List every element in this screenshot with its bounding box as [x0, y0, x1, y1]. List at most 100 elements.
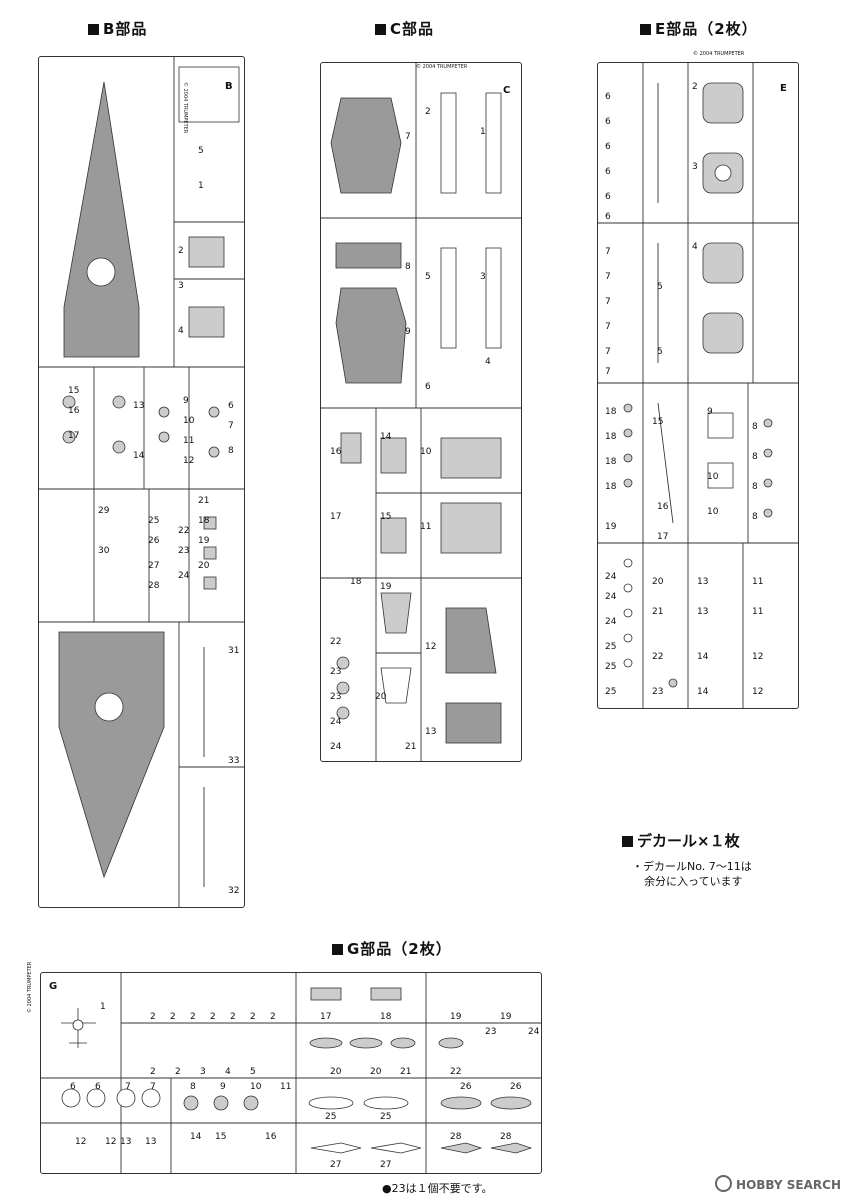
part-number-label: 4 — [225, 1067, 231, 1077]
sprue-g: G © 2004 TRUMPETER — [27, 962, 542, 1174]
part-number-label: 7 — [605, 367, 611, 377]
part-number-label: 24 — [605, 572, 617, 582]
part-number-label: 6 — [605, 92, 611, 102]
part-number-label: 8 — [752, 512, 758, 522]
deck-part-8 — [335, 242, 402, 269]
part-number-label: 25 — [380, 1112, 392, 1122]
part-number-label: 33 — [228, 756, 240, 766]
part-number-label: 12 — [752, 652, 764, 662]
part-number-label: 17 — [68, 431, 80, 441]
part-number-label: 7 — [605, 247, 611, 257]
part-number-label: 9 — [405, 327, 411, 337]
part-number-label: 25 — [605, 687, 617, 697]
part-number-label: 16 — [657, 502, 669, 512]
part-number-label: 18 — [605, 432, 617, 442]
part-number-label: 6 — [605, 117, 611, 127]
part-number-label: 20 — [330, 1067, 342, 1077]
sprue-g-drawing: G — [41, 973, 541, 1173]
part-number-label: 23 — [485, 1027, 497, 1037]
part-number-label: 4 — [178, 326, 184, 336]
part-number-label: 26 — [148, 536, 160, 546]
part-number-label: 19 — [450, 1012, 462, 1022]
part-number-label: 20 — [370, 1067, 382, 1077]
part-number-label: 21 — [198, 496, 210, 506]
part-number-label: 19 — [380, 582, 392, 592]
part-number-label: 15 — [215, 1132, 227, 1142]
sprue-e-tag: E — [780, 83, 787, 94]
part-number-label: 24 — [330, 742, 342, 752]
part-number-label: 25 — [148, 516, 160, 526]
part-number-label: 7 — [605, 347, 611, 357]
part-number-label: 24 — [330, 717, 342, 727]
part-number-label: 13 — [425, 727, 437, 737]
part-number-label: 1 — [480, 127, 486, 137]
part-number-label: 10 — [250, 1082, 262, 1092]
part-number-label: 6 — [228, 401, 234, 411]
sprue-b-copyright: © 2004 TRUMPETER — [182, 82, 189, 134]
part-number-label: 11 — [752, 607, 764, 617]
part-number-label: 7 — [605, 272, 611, 282]
part-number-label: 19 — [198, 536, 210, 546]
part-number-label: 23 — [330, 692, 342, 702]
part-number-label: 13 — [145, 1137, 157, 1147]
sprue-b-drawing: © 2004 TRUMPETER B — [39, 57, 244, 907]
sprue-c: © 2004 TRUMPETER C — [320, 62, 522, 762]
sprue-e-copyright: © 2004 TRUMPETER — [693, 51, 745, 57]
sprue-g-tag: G — [49, 981, 57, 992]
part-number-label: 24 — [178, 571, 190, 581]
part-number-label: 1 — [198, 181, 204, 191]
part-number-label: 17 — [320, 1012, 332, 1022]
part-number-label: 8 — [752, 422, 758, 432]
part-number-label: 11 — [183, 436, 195, 446]
part-number-label: 2 — [190, 1012, 196, 1022]
part-number-label: 18 — [198, 516, 210, 526]
part-number-label: 32 — [228, 886, 240, 896]
part-number-label: 6 — [95, 1082, 101, 1092]
part-number-label: 15 — [380, 512, 392, 522]
part-number-label: 17 — [657, 532, 669, 542]
sprue-g-title: G部品（2枚） — [332, 938, 452, 959]
sprue-b-title: B部品 — [88, 18, 147, 39]
part-number-label: 7 — [605, 322, 611, 332]
part-number-label: 3 — [178, 281, 184, 291]
part-number-label: 8 — [752, 482, 758, 492]
part-number-label: 28 — [148, 581, 160, 591]
hobby-search-logo-icon — [715, 1175, 733, 1192]
part-number-label: 2 — [178, 246, 184, 256]
part-number-label: 7 — [228, 421, 234, 431]
part-number-label: 21 — [405, 742, 417, 752]
part-number-label: 5 — [250, 1067, 256, 1077]
part-number-label: 13 — [697, 607, 709, 617]
sprue-c-copyright: © 2004 TRUMPETER — [416, 63, 468, 70]
part-number-label: 28 — [500, 1132, 512, 1142]
part-number-label: 2 — [210, 1012, 216, 1022]
part-number-label: 19 — [500, 1012, 512, 1022]
part-number-label: 8 — [405, 262, 411, 272]
part-number-label: 30 — [98, 546, 110, 556]
part-number-label: 22 — [652, 652, 664, 662]
part-number-label: 28 — [450, 1132, 462, 1142]
sprue-g-copyright: © 2004 TRUMPETER — [27, 961, 33, 1013]
part-number-label: 18 — [605, 457, 617, 467]
part-number-label: 25 — [605, 642, 617, 652]
part-number-label: 6 — [605, 192, 611, 202]
part-number-label: 4 — [692, 242, 698, 252]
deck-part-12 — [445, 607, 497, 674]
sprue-e-title: E部品（2枚） — [640, 18, 758, 39]
part-number-label: 26 — [510, 1082, 522, 1092]
part-number-label: 6 — [70, 1082, 76, 1092]
part-number-label: 3 — [200, 1067, 206, 1077]
part-number-label: 20 — [652, 577, 664, 587]
part-number-label: 14 — [380, 432, 392, 442]
part-number-label: 22 — [178, 526, 190, 536]
part-number-label: 21 — [400, 1067, 412, 1077]
part-number-label: 10 — [183, 416, 195, 426]
part-number-label: 9 — [220, 1082, 226, 1092]
part-number-label: 10 — [420, 447, 432, 457]
part-number-label: 13 — [697, 577, 709, 587]
part-number-label: 18 — [380, 1012, 392, 1022]
sprue-e: E © 2004 TRUMPETER — [597, 51, 799, 709]
part-number-label: 7 — [405, 132, 411, 142]
part-number-label: 13 — [133, 401, 145, 411]
part-number-label: 11 — [420, 522, 432, 532]
